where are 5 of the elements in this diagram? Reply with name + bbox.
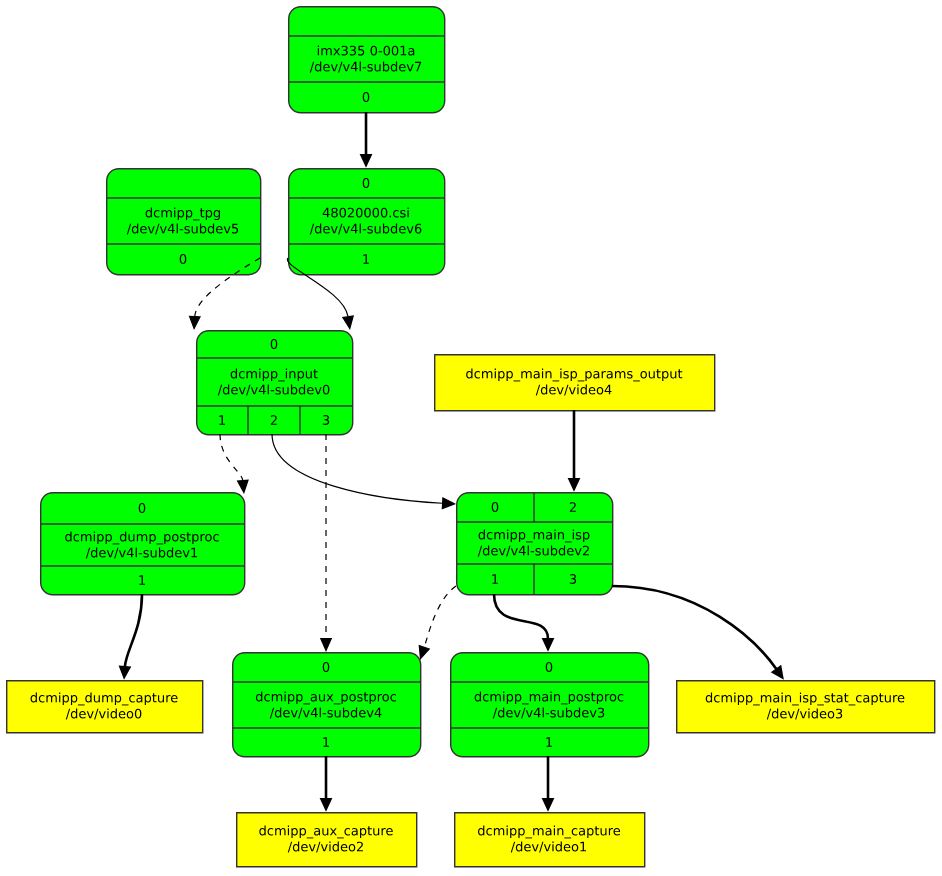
arrow <box>418 585 457 660</box>
arrow <box>188 257 261 330</box>
arrow <box>219 433 249 494</box>
arrow <box>286 257 355 330</box>
arrow <box>271 433 456 510</box>
